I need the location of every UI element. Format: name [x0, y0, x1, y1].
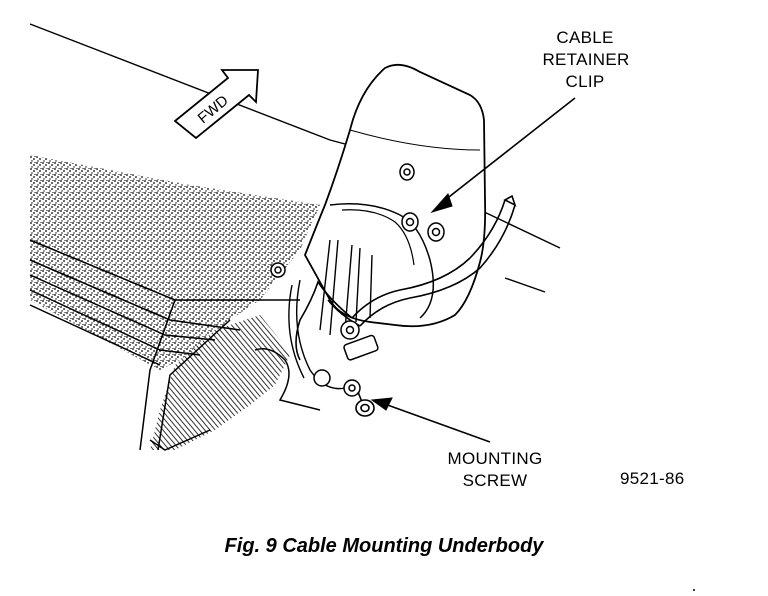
sill-hatching: [150, 315, 290, 450]
mounting-screw-label-line-1: MOUNTING: [447, 449, 543, 468]
body-panel-lines: [29, 23, 561, 293]
sill-edge: [254, 348, 321, 411]
figure-code: 9521-86: [620, 469, 685, 488]
cable-retainer-clip-label-line-3: CLIP: [565, 72, 605, 91]
fwd-arrow: FWD: [173, 69, 259, 140]
scan-speck: [693, 589, 695, 591]
cable-guides: [288, 239, 373, 390]
cable-retainer-clip-label-line-1: CABLE: [556, 28, 614, 47]
figure-caption: Fig. 9 Cable Mounting Underbody: [224, 535, 544, 557]
bracket-inner-edge-2: [341, 209, 415, 266]
frame-rail: [29, 239, 300, 451]
bracket-inner-edge: [329, 203, 435, 319]
cable-retainer-clip-leader: [430, 97, 576, 213]
mounting-screw-leader: [370, 397, 491, 443]
bracket-crease: [349, 129, 481, 151]
lower-hardware: [313, 320, 379, 397]
retainer-nuts: [399, 163, 445, 242]
left-nut: [270, 262, 286, 278]
mounting-screw: [355, 391, 375, 417]
mounting-screw-label-line-2: SCREW: [462, 471, 528, 490]
mounting-bracket: [304, 63, 487, 328]
floor-pan-texture: [30, 155, 320, 370]
cable-retainer-clip-label-line-2: RETAINER: [542, 50, 630, 69]
